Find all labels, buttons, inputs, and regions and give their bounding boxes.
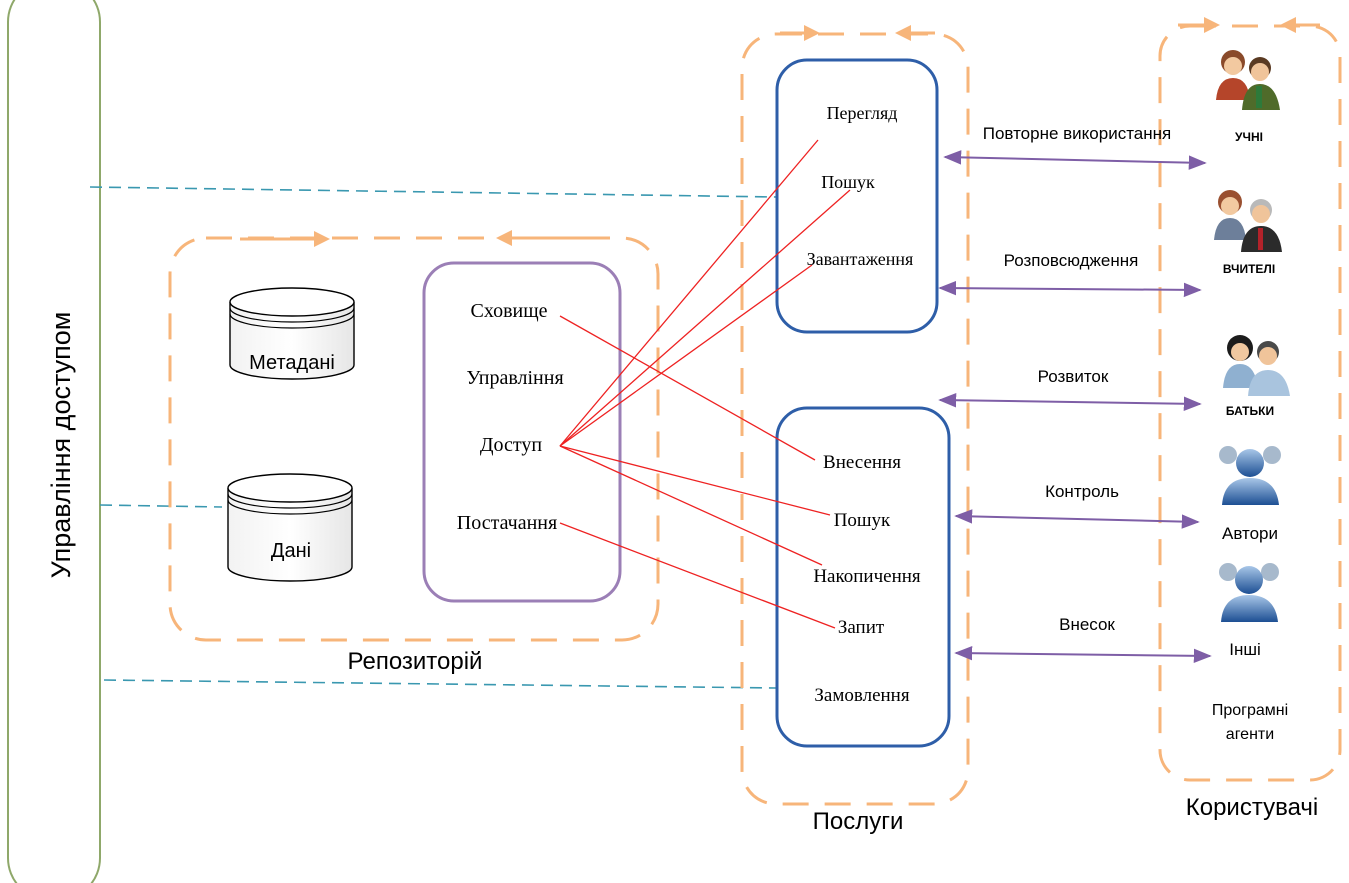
service-download: Завантаження (807, 249, 914, 269)
services-arrow-left-head (895, 25, 911, 41)
repository-arrow-right-head (314, 231, 330, 247)
relation-control: Контроль (1045, 482, 1119, 501)
software-agents-line: Програмні (1212, 702, 1288, 719)
arrow-distribution (938, 280, 1202, 298)
group-software-agents: Програмні агенти (1212, 702, 1288, 743)
data-label: Дані (271, 540, 311, 562)
group-students: УЧНІ (1235, 130, 1263, 144)
service-request: Запит (838, 617, 885, 638)
relation-distribution: Розповсюдження (1004, 251, 1139, 270)
function-supply: Постачання (457, 512, 557, 534)
service-search-top: Пошук (821, 172, 875, 192)
arrow-control (954, 509, 1200, 529)
relation-arrows (938, 150, 1212, 664)
access-control-label: Управління доступом (46, 312, 76, 579)
relation-contribution: Внесок (1059, 615, 1115, 634)
service-accumulate: Накопичення (813, 566, 921, 587)
group-authors: Автори (1222, 524, 1278, 543)
service-browse: Перегляд (827, 103, 898, 123)
service-search-bottom: Пошук (834, 510, 891, 531)
users-arrow-right-head (1204, 17, 1220, 33)
arrow-contribution (954, 645, 1212, 664)
link-access-search-bottom (559, 445, 831, 516)
metadata-label: Метадані (249, 352, 335, 374)
services-top-box (775, 58, 939, 334)
function-access: Доступ (480, 434, 542, 456)
metadata-database-icon (229, 287, 355, 380)
function-management: Управління (466, 367, 563, 389)
relation-development: Розвиток (1038, 367, 1109, 386)
authors-icon (1219, 446, 1281, 505)
repository-functions-box (422, 261, 622, 603)
teachers-icon (1214, 190, 1282, 252)
function-service-links (559, 139, 851, 629)
users-label: Користувачі (1186, 794, 1318, 821)
relation-reuse: Повторне використання (983, 124, 1172, 143)
group-parents: БАТЬКИ (1226, 404, 1274, 418)
repository-label: Репозиторій (348, 648, 483, 675)
parents-icon (1223, 335, 1290, 396)
access-connector-top (89, 186, 777, 198)
service-submit: Внесення (823, 452, 901, 473)
users-arrow-left-head (1280, 17, 1296, 33)
access-control-column (7, 0, 101, 883)
link-access-download (559, 264, 813, 447)
link-access-search-top (559, 189, 851, 447)
function-storage: Сховище (470, 300, 547, 322)
repository-arrow-left-head (496, 230, 512, 246)
repository-frame (168, 236, 660, 642)
access-connector-middle (99, 504, 223, 508)
services-label: Послуги (813, 808, 904, 835)
students-icon (1216, 50, 1280, 110)
access-connectors (89, 186, 777, 689)
arrow-development (938, 393, 1202, 411)
data-database-icon (227, 473, 353, 582)
service-order: Замовлення (814, 685, 909, 706)
group-teachers: ВЧИТЕЛІ (1223, 262, 1275, 276)
services-bottom-box (775, 406, 951, 748)
group-others: Інші (1229, 640, 1261, 659)
link-access-browse (559, 139, 819, 447)
link-access-accumulate (559, 445, 823, 566)
others-icon (1219, 563, 1279, 622)
users-frame (1158, 24, 1342, 782)
link-storage-submit (559, 315, 816, 461)
link-supply-request (559, 522, 836, 629)
access-connector-bottom (103, 679, 777, 689)
services-arrow-right-head (804, 25, 820, 41)
software-agents-line: агенти (1226, 726, 1274, 743)
arrow-reuse (943, 150, 1207, 170)
